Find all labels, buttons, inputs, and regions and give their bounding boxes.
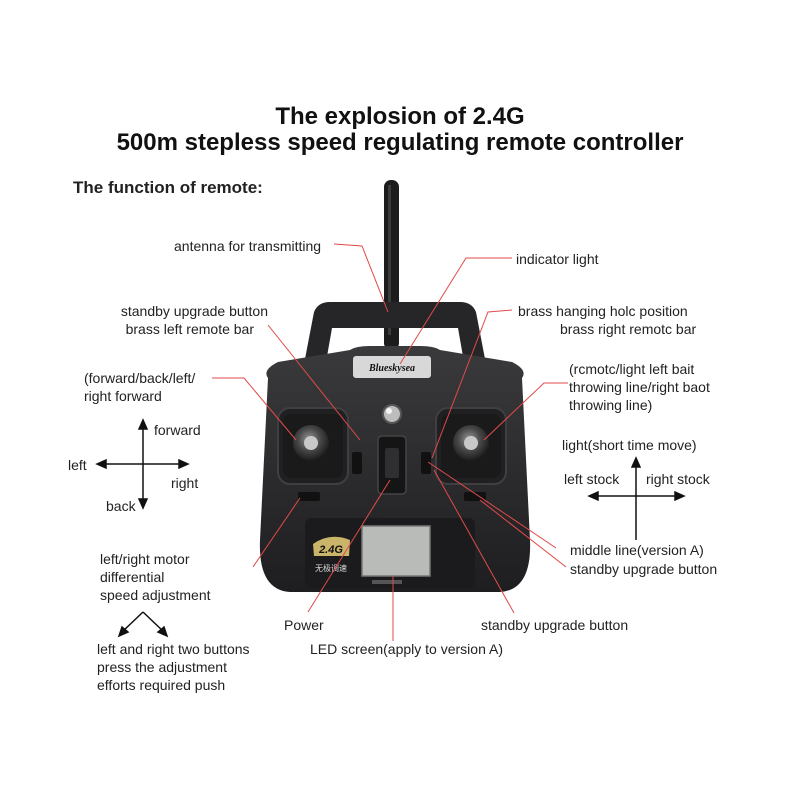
- dir-right-label: right: [171, 475, 199, 491]
- dir-forward-label: forward: [154, 422, 201, 438]
- brand-plate: Blueskysea: [353, 356, 431, 378]
- left-joystick[interactable]: [277, 407, 349, 485]
- right-joystick[interactable]: [435, 407, 507, 485]
- adjustment-arrows: [117, 611, 169, 638]
- power-switch[interactable]: [377, 435, 407, 495]
- antenna-label: antenna for transmitting: [174, 238, 322, 254]
- title-line-2: 500m stepless speed regulating remote co…: [116, 129, 684, 156]
- led-screen: [361, 525, 431, 577]
- brass-hanging-label: brass hanging holc position: [518, 303, 688, 319]
- middle-line-label: middle line(version A): [570, 542, 704, 558]
- indicator-light-label: indicator light: [516, 251, 599, 267]
- badge-subtitle: 无极调速: [315, 563, 347, 573]
- carry-handle: [300, 302, 490, 385]
- brass-left-bar-label: brass left remote bar: [125, 321, 254, 337]
- leader-lines: [212, 243, 568, 641]
- forward-back-label-2: right forward: [84, 388, 162, 404]
- left-direction-arrows: [95, 418, 190, 510]
- section-heading: The function of remote:: [73, 178, 263, 197]
- indicator-light: [382, 404, 402, 424]
- two-buttons-label-1: left and right two buttons: [97, 641, 250, 657]
- two-buttons-label-2: press the adjustment: [97, 659, 227, 675]
- title-line-1: The explosion of 2.4G: [275, 103, 525, 130]
- left-side-button[interactable]: [352, 452, 362, 474]
- rcmotc-label-3: throwing line): [569, 397, 653, 413]
- power-label: Power: [284, 617, 324, 633]
- forward-back-label-1: (forward/back/left/: [84, 370, 196, 386]
- rcmotc-label-1: (rcmotc/light left bait: [569, 361, 695, 377]
- two-buttons-label-3: efforts required push: [97, 677, 226, 693]
- motor-diff-label-1: left/right motor: [100, 551, 190, 567]
- dir-right-stock-label: right stock: [646, 471, 710, 487]
- standby-upgrade-left-label: standby upgrade button: [120, 303, 268, 319]
- standby-upgrade-right-label: standby upgrade button: [570, 561, 718, 577]
- rcmotc-label-2: throwing line/right baot: [569, 379, 710, 395]
- brand-label: Blueskysea: [368, 363, 415, 374]
- frequency-badge: 2.4G 无极调速: [313, 536, 350, 573]
- dir-light-label: light(short time move): [562, 437, 697, 453]
- dir-left-label: left: [68, 457, 87, 473]
- right-trim-button[interactable]: [464, 492, 486, 501]
- right-direction-arrows: [587, 456, 686, 540]
- brass-right-bar-label: brass right remotc bar: [560, 321, 697, 337]
- right-side-button[interactable]: [421, 452, 431, 474]
- left-trim-button[interactable]: [298, 492, 320, 501]
- dir-back-label: back: [106, 498, 136, 514]
- motor-diff-label-2: differential: [100, 569, 165, 585]
- badge-band: 2.4G: [318, 544, 343, 556]
- motor-diff-label-3: speed adjustment: [100, 587, 211, 603]
- standby-upgrade-bottom-label: standby upgrade button: [481, 617, 629, 633]
- led-screen-label: LED screen(apply to version A): [310, 641, 503, 657]
- dir-left-stock-label: left stock: [564, 471, 620, 487]
